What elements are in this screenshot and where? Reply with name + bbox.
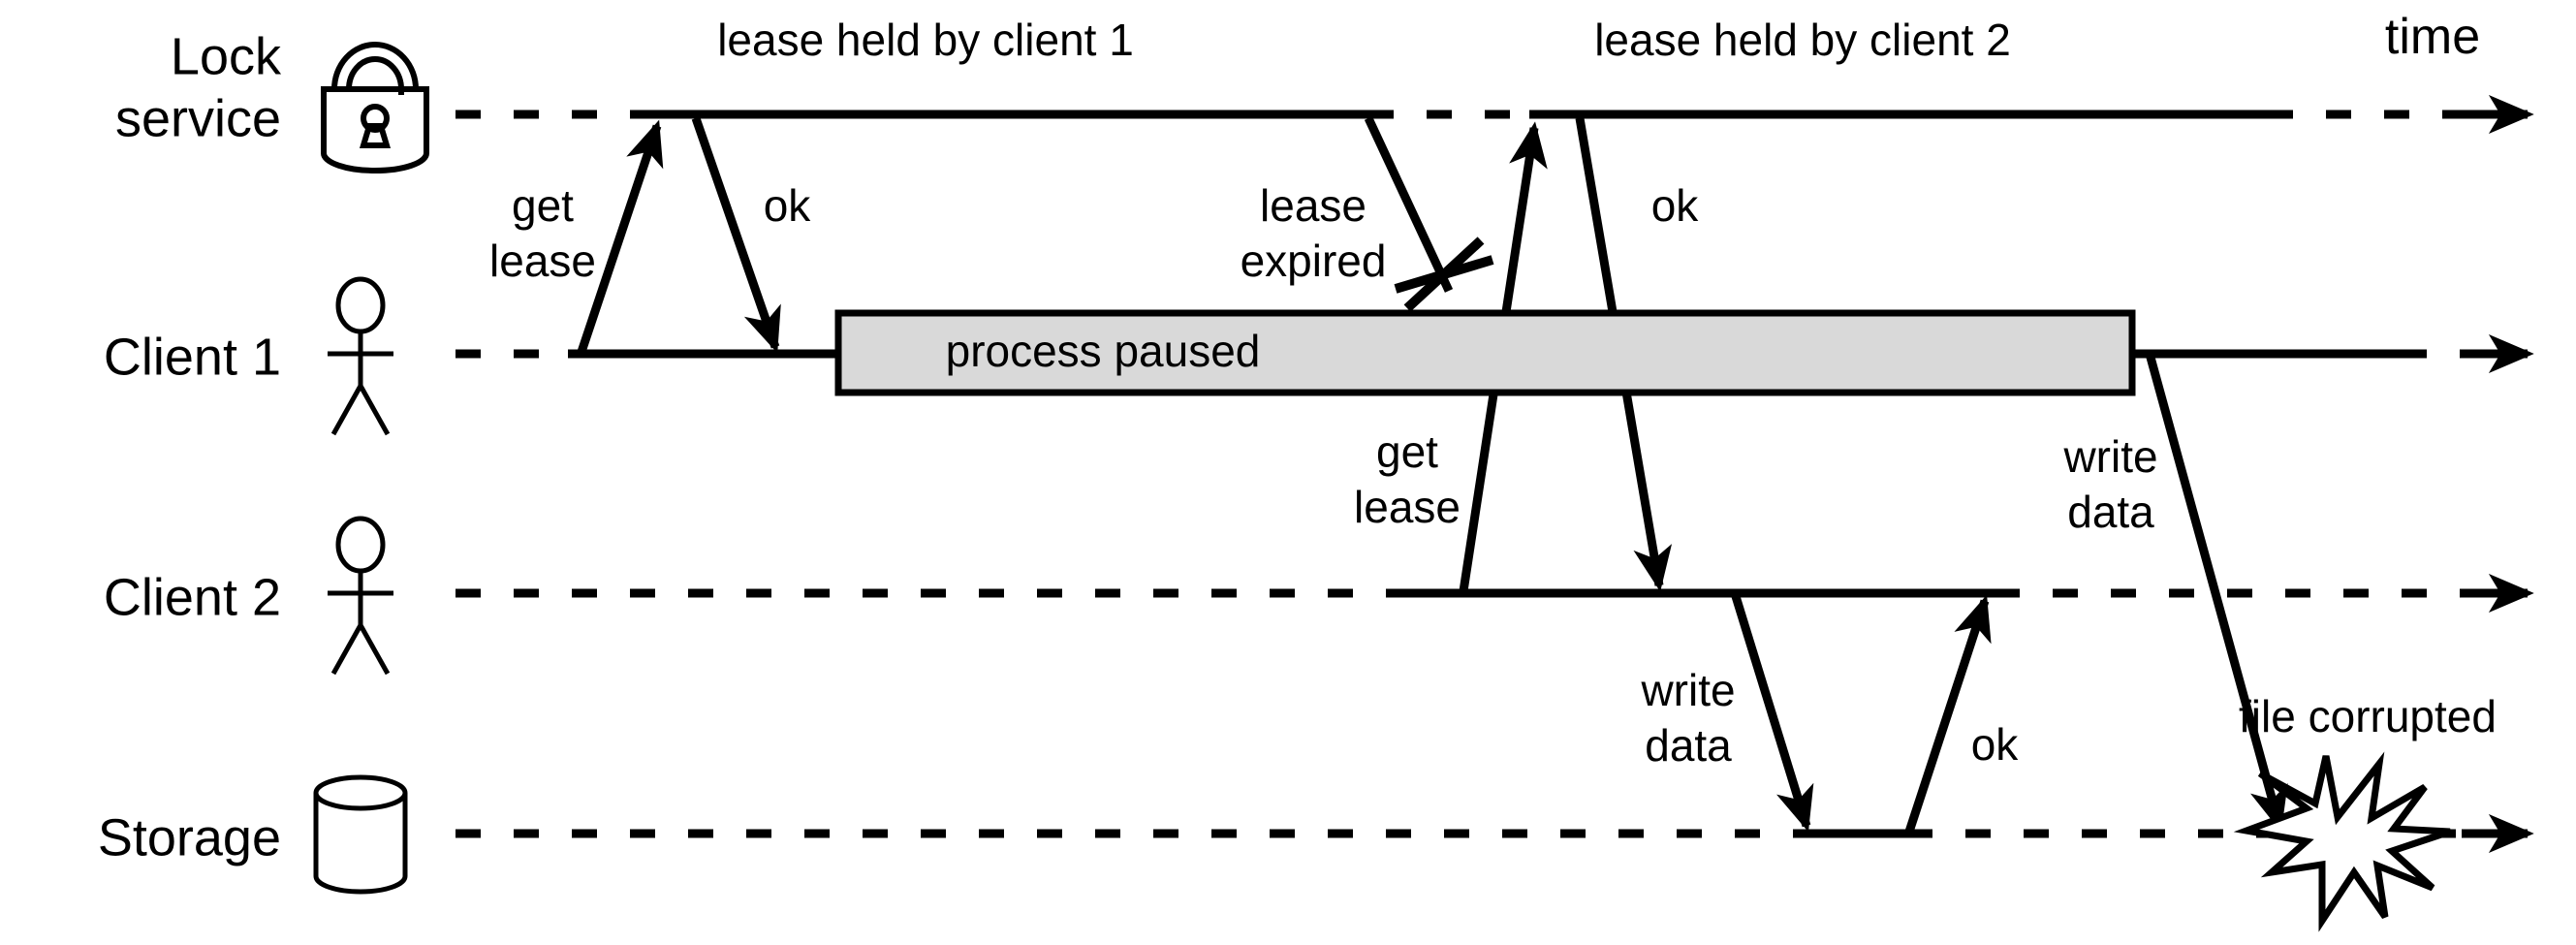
lane-label-lock-service-line2: service [115, 89, 281, 147]
stick-figure-icon [328, 276, 393, 436]
message-get-lease-client-1: get lease [489, 119, 664, 354]
lane-storage: Storage [98, 774, 408, 895]
message-label-ok-client-1: ok [764, 180, 812, 231]
database-cylinder-icon [313, 774, 408, 895]
message-ok-to-client-1: ok [691, 116, 812, 354]
process-paused-rect [834, 309, 2136, 396]
message-write-data-client-1: write data [2062, 352, 2288, 833]
message-label-ok-storage: ok [1971, 719, 2020, 770]
file-corrupted-label: file corrupted [2239, 691, 2497, 741]
lane-label-storage: Storage [98, 808, 281, 866]
message-label-get-lease-2-line2: lease [1354, 482, 1461, 532]
message-lease-expired: lease expired [1241, 116, 1494, 312]
message-label-get-lease-line1: get [512, 180, 574, 231]
process-paused-label: process paused [946, 326, 1261, 376]
message-write-data-client-2: write data [1640, 591, 1814, 833]
process-paused-block: process paused [834, 309, 2136, 396]
message-label-lease-expired-line2: expired [1241, 236, 1387, 286]
lane-label-client-2: Client 2 [104, 568, 281, 626]
message-ok-from-storage: ok [1904, 594, 2020, 834]
message-label-write-data-1-line2: data [2067, 487, 2154, 537]
lane-lock-service: Lock service [115, 27, 429, 173]
lane-label-lock-service-line1: Lock [171, 27, 282, 85]
lane-client-2: Client 2 [104, 516, 393, 676]
padlock-icon [321, 42, 429, 173]
message-dropped-icon [1403, 236, 1485, 312]
lane-label-client-1: Client 1 [104, 328, 281, 386]
message-label-write-data-2-line1: write [1640, 665, 1735, 715]
lane-client-1: Client 1 [104, 276, 393, 436]
annotation-time-axis: time [2385, 9, 2480, 65]
annotation-lease-held-client-2: lease held by client 2 [1594, 15, 2011, 65]
stick-figure-icon [328, 516, 393, 676]
annotation-lease-held-client-1: lease held by client 1 [717, 15, 1134, 65]
file-corrupted-event: file corrupted [2233, 691, 2497, 932]
explosion-burst-icon [2233, 751, 2452, 932]
message-label-write-data-2-line2: data [1645, 720, 1732, 771]
message-label-ok-client-2: ok [1651, 180, 1700, 231]
message-label-write-data-1-line1: write [2062, 431, 2157, 482]
message-label-get-lease-line2: lease [489, 236, 596, 286]
message-label-lease-expired-line1: lease [1260, 180, 1367, 231]
message-label-get-lease-2-line1: get [1376, 426, 1438, 477]
